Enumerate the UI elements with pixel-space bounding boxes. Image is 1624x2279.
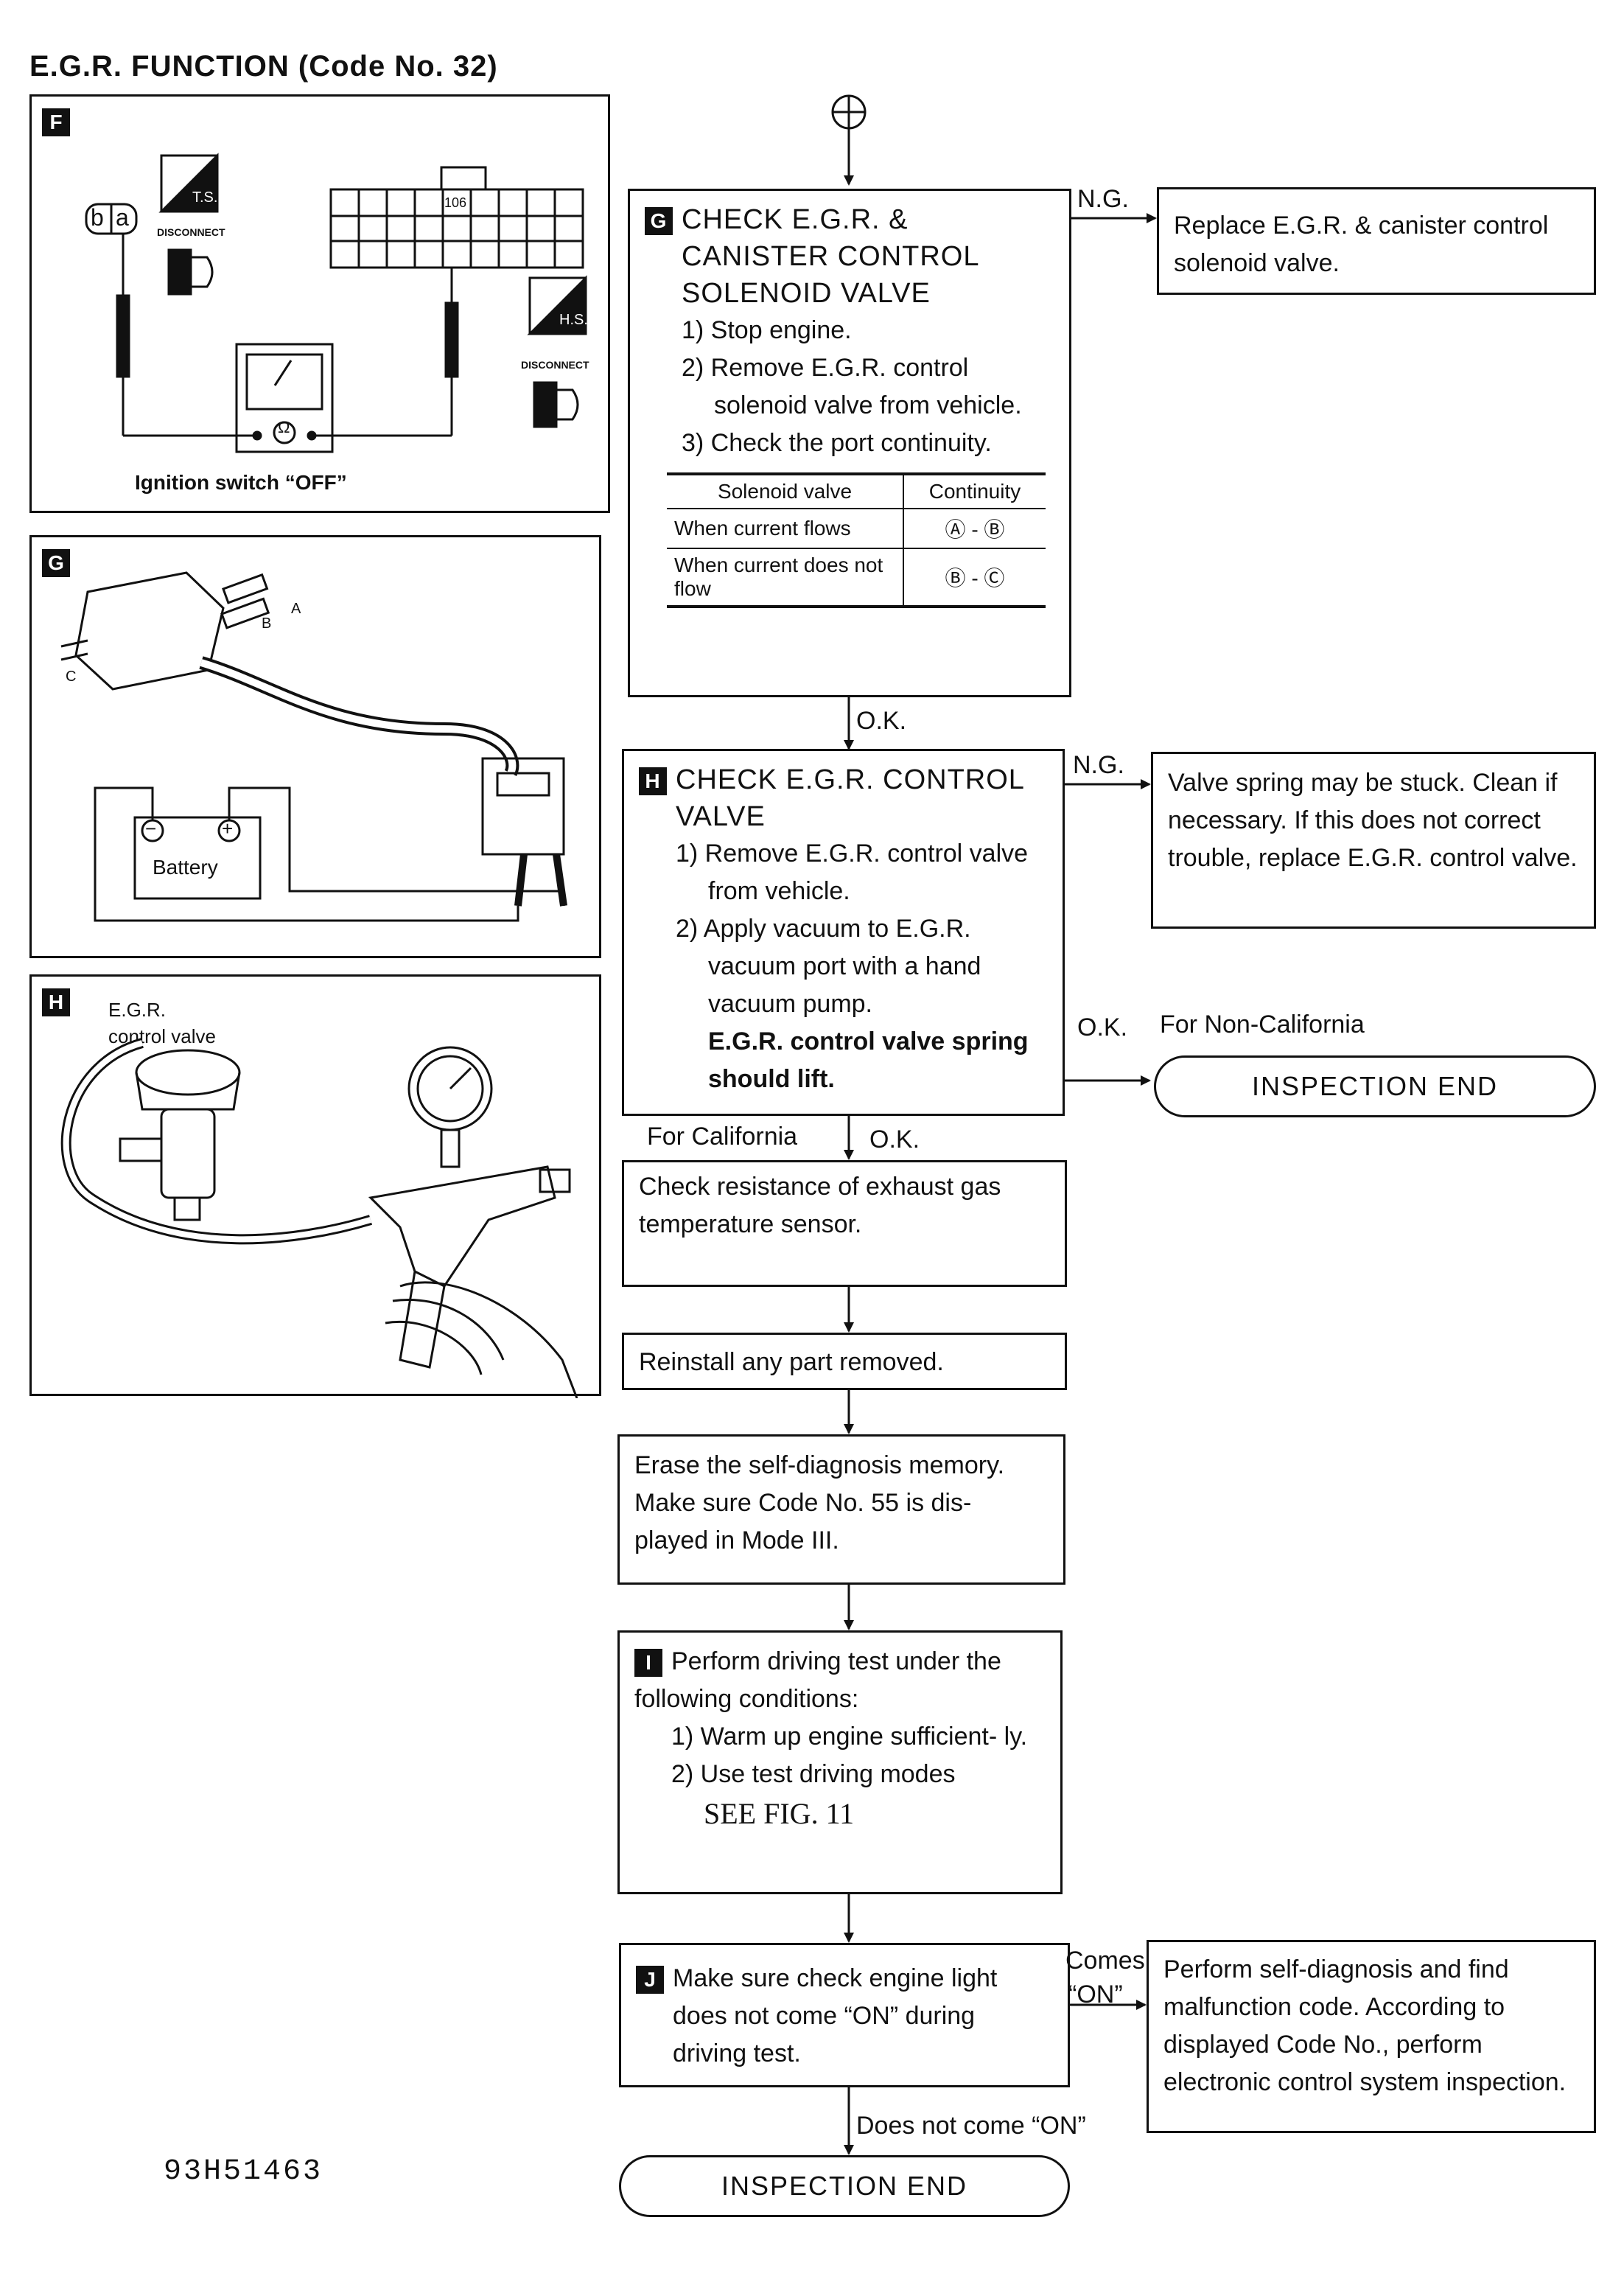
step-g-title-1: CHECK E.G.R. & [682, 204, 909, 235]
battery-minus: − [145, 817, 157, 840]
california-label: For California [647, 1123, 798, 1151]
step-g-letter: G [645, 206, 673, 235]
panel-g-letter: G [42, 549, 70, 577]
step-g-box: G CHECK E.G.R. & CANISTER CONTROL SOLENOI… [628, 189, 1071, 697]
step-h-title-2: VALVE [676, 801, 766, 832]
table-row: When current does not flow Ⓑ - Ⓒ [667, 548, 1046, 607]
step-i-item-2: 2) Use test driving modes [671, 1760, 956, 1788]
step-g-title-2: CANISTER CONTROL [682, 241, 980, 272]
ok-label-3: O.K. [869, 1125, 920, 1154]
inspection-end-final: INSPECTION END [619, 2155, 1070, 2217]
port-b-label: B [262, 615, 272, 632]
comes-on-label-2: “ON” [1068, 1980, 1123, 2008]
step-h-emphasis: E.G.R. control valve spring should lift. [708, 1027, 1029, 1093]
battery-plus: + [222, 817, 234, 840]
step-g-item-1: 1) Stop engine. [682, 316, 852, 344]
step-h-letter: H [639, 767, 667, 795]
panel-g: G A B C − + Batter [29, 535, 601, 958]
disconnect-label-1: DISCONNECT [157, 226, 225, 238]
step-h-ng-box: Valve spring may be stuck. Clean if nece… [1151, 752, 1596, 929]
step-h-item-2: 2) Apply vacuum to E.G.R. vacuum port wi… [676, 915, 981, 1018]
solenoid-valve-battery-illustration [60, 571, 567, 922]
step-j-letter: J [636, 1966, 664, 1994]
step-h-box: H CHECK E.G.R. CONTROL VALVE 1) Remove E.… [622, 749, 1065, 1116]
step-h-item-1: 1) Remove E.G.R. control valve from vehi… [676, 840, 1029, 905]
panel-f-letter: F [42, 108, 70, 136]
table-header-continuity: Continuity [928, 480, 1021, 503]
step-g-title-3: SOLENOID VALVE [682, 278, 931, 309]
step-i-letter: I [634, 1649, 662, 1678]
step-g-item-3: 3) Check the port continuity. [682, 429, 992, 457]
reinstall-box: Reinstall any part removed. [622, 1333, 1067, 1390]
ng-label-1: N.G. [1077, 185, 1129, 213]
ng-label-2: N.G. [1073, 751, 1124, 779]
disconnect-label-2: DISCONNECT [521, 359, 589, 371]
ts-label: T.S. [192, 189, 218, 206]
step-h-title-1: CHECK E.G.R. CONTROL [676, 764, 1025, 795]
comes-on-label-1: Comes [1065, 1947, 1145, 1975]
vacuum-pump-illustration [60, 1038, 578, 1398]
step-i-ref: SEE FIG. 11 [704, 1797, 855, 1830]
step-j-box: J Make sure check engine light does not c… [619, 1943, 1070, 2087]
panel-h-caption-1: E.G.R. [108, 999, 167, 1021]
battery-label: Battery [153, 856, 218, 879]
panel-h-letter: H [42, 988, 70, 1016]
table-row: When current flows Ⓐ - Ⓑ [667, 509, 1046, 548]
step-g-ng-box: Replace E.G.R. & canister control soleno… [1157, 187, 1596, 295]
step-g-item-2: 2) Remove E.G.R. control solenoid valve … [682, 354, 1022, 419]
erase-memory-box: Erase the self-diagnosis memory. Make su… [617, 1434, 1065, 1585]
connector-pin-label: 106 [444, 195, 467, 210]
ohm-symbol: Ω [278, 418, 290, 436]
ohmmeter-circuit-illustration [85, 153, 587, 453]
port-a-label: A [291, 601, 301, 617]
step-j-on-box: Perform self-diagnosis and find malfunct… [1147, 1940, 1596, 2133]
page-title: E.G.R. FUNCTION (Code No. 32) [29, 50, 498, 83]
inspection-end-non-california: INSPECTION END [1154, 1055, 1596, 1117]
continuity-table: Solenoid valve Continuity When current f… [667, 472, 1046, 608]
step-j-text: Make sure check engine light does not co… [673, 1964, 998, 2067]
figure-code: 93H51463 [164, 2155, 323, 2188]
terminal-a-label: a [116, 204, 129, 231]
table-header-solenoid: Solenoid valve [667, 474, 904, 509]
port-c-label: C [66, 669, 77, 685]
terminal-b-label: b [91, 204, 104, 231]
exhaust-sensor-box: Check resistance of exhaust gas temperat… [622, 1160, 1067, 1287]
step-i-item-1: 1) Warm up engine sufficient- ly. [671, 1723, 1028, 1751]
panel-f: F [29, 94, 610, 513]
panel-f-caption: Ignition switch “OFF” [135, 471, 347, 494]
ok-label-1: O.K. [856, 707, 907, 735]
hs-label: H.S. [559, 312, 588, 328]
panel-h: H E.G.R. control valve [29, 974, 601, 1398]
non-california-label: For Non-California [1160, 1011, 1365, 1039]
ok-label-2: O.K. [1077, 1013, 1128, 1041]
does-not-come-on-label: Does not come “ON” [856, 2112, 1086, 2140]
step-i-intro: Perform driving test under the following… [634, 1647, 1001, 1713]
